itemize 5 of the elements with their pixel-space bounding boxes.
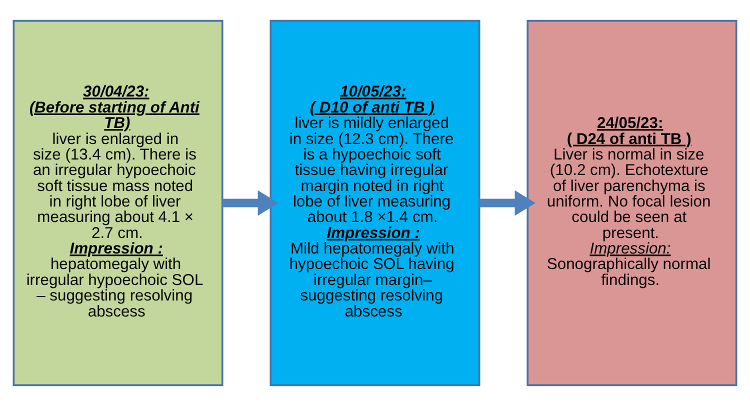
node-box: 24/05/23: ( D24 of anti TB ) Liver is normal in size (10.2 cm). Echotexture of liver parenchyma is uniform. No focal lesion could be seen at present. Impression: Sonographically normal findings.: [526, 20, 738, 386]
node-box: 30/04/23: (Before starting of Anti TB) liver is enlarged in size (13.4 cm). There is an irregular hypoechoic soft tissue mass noted in right lobe of liver measuring about 4.1 × 2.7 cm. Impression : hepatomegaly with irregular hypoechoic SOL – suggesting resolving abscess: [12, 20, 224, 386]
node-box: 10/05/23: ( D10 of anti TB ) liver is mildly enlarged in size (12.3 cm). There is a hypoechoic soft tissue having irregular margin noted in right lobe of liver measuring about 1.8 ×1.4 cm. Impression : Mild hepatomegaly with hypoechoic SOL having irregular margin– suggesting resolving abscess: [270, 20, 480, 386]
arrow: [222, 190, 279, 216]
arrow: [479, 190, 536, 216]
